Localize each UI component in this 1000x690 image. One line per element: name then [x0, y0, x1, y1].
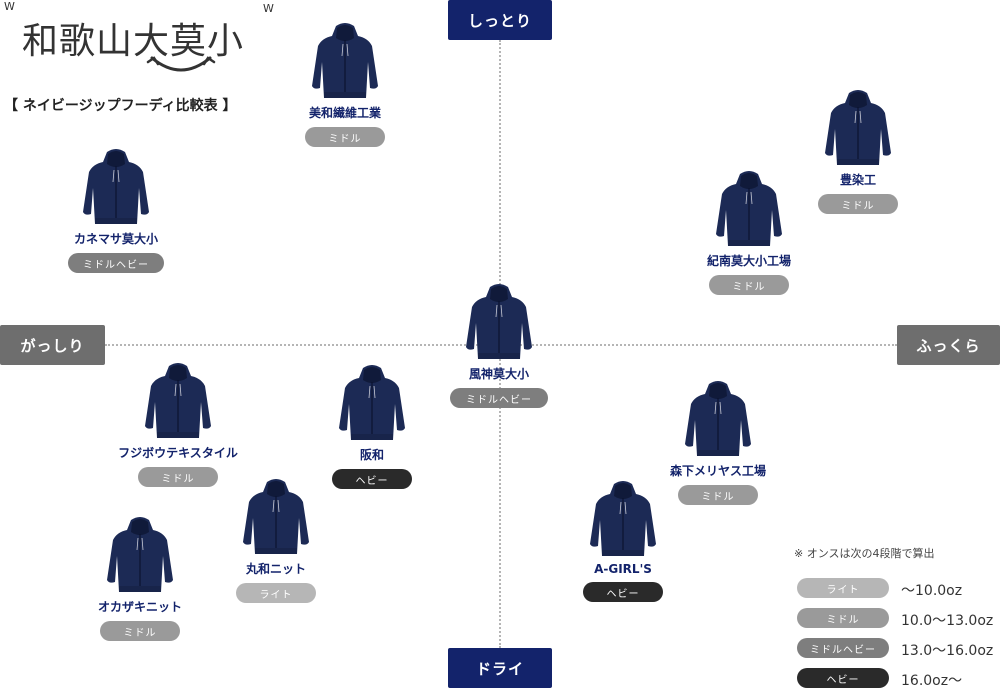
product-item[interactable]: カネマサ莫大小 ミドルヘビー [61, 148, 171, 273]
product-name: 丸和ニット [245, 562, 306, 576]
product-item[interactable]: 阪和 ヘビー [317, 364, 427, 489]
weight-badge: ミドルヘビー [68, 253, 164, 273]
legend-range-light: 〜10.0oz [901, 583, 963, 599]
product-item[interactable]: A-GIRL'S ヘビー [568, 480, 678, 602]
product-item[interactable]: 紀南莫大小工場 ミドル [694, 170, 804, 295]
product-name: 森下メリヤス工場 [669, 464, 766, 478]
legend-range-middle-heavy: 13.0〜16.0oz [901, 643, 994, 659]
hoodie-image [337, 364, 407, 444]
product-name: 豊染工 [839, 173, 876, 187]
logo: 和歌山大莫小 [22, 21, 245, 62]
legend-note: ※ オンスは次の4段階で算出 [794, 547, 935, 560]
weight-badge: ミドル [818, 194, 898, 214]
hoodie-image [464, 283, 534, 363]
product-item[interactable]: 風神莫大小 ミドルヘビー [444, 283, 554, 408]
logo-w-right: W [263, 2, 274, 15]
weight-badge: ミドルヘビー [450, 388, 548, 408]
legend-badge-light: ライト [797, 578, 889, 598]
legend-badge-heavy: ヘビー [797, 668, 889, 688]
legend-range-heavy: 16.0oz〜 [901, 673, 963, 689]
legend-badge-middle-heavy: ミドルヘビー [797, 638, 889, 658]
weight-badge: ヘビー [332, 469, 412, 489]
product-item[interactable]: フジボウテキスタイル ミドル [118, 362, 238, 487]
hoodie-image [81, 148, 151, 228]
weight-badge: ミドル [305, 127, 385, 147]
product-name: 美和繊維工業 [308, 106, 381, 120]
legend-range-middle: 10.0〜13.0oz [901, 613, 994, 629]
axis-label-top: しっとり [448, 0, 552, 40]
product-name: カネマサ莫大小 [73, 232, 158, 246]
axis-label-bottom: ドライ [448, 648, 552, 688]
page-title: 【 ネイビージップフーディ比較表 】 [4, 98, 237, 114]
product-name: オカザキニット [97, 600, 182, 614]
hoodie-image [143, 362, 213, 442]
product-name: フジボウテキスタイル [118, 446, 238, 460]
axis-label-right: ふっくら [897, 325, 1000, 365]
hoodie-image [105, 516, 175, 596]
hoodie-image [683, 380, 753, 460]
smile-icon [146, 56, 216, 72]
product-name: 阪和 [359, 448, 384, 462]
hoodie-image [310, 22, 380, 102]
hoodie-image [823, 89, 893, 169]
weight-badge: ミドル [678, 485, 758, 505]
weight-badge: ミドル [709, 275, 789, 295]
logo-w-left: W [4, 0, 15, 13]
weight-badge: ミドル [100, 621, 180, 641]
product-item[interactable]: 豊染工 ミドル [803, 89, 913, 214]
product-item[interactable]: オカザキニット ミドル [85, 516, 195, 641]
weight-badge: ミドル [138, 467, 218, 487]
weight-badge: ヘビー [583, 582, 663, 602]
hoodie-image [241, 478, 311, 558]
hoodie-image [588, 480, 658, 560]
weight-badge: ライト [236, 583, 316, 603]
hoodie-image [714, 170, 784, 250]
product-name: 紀南莫大小工場 [706, 254, 791, 268]
legend-badge-middle: ミドル [797, 608, 889, 628]
product-name: A-GIRL'S [594, 562, 652, 576]
product-name: 風神莫大小 [468, 367, 529, 381]
product-item[interactable]: 森下メリヤス工場 ミドル [663, 380, 773, 505]
product-item[interactable]: 美和繊維工業 ミドル [290, 22, 400, 147]
axis-label-left: がっしり [0, 325, 105, 365]
product-item[interactable]: 丸和ニット ライト [221, 478, 331, 603]
